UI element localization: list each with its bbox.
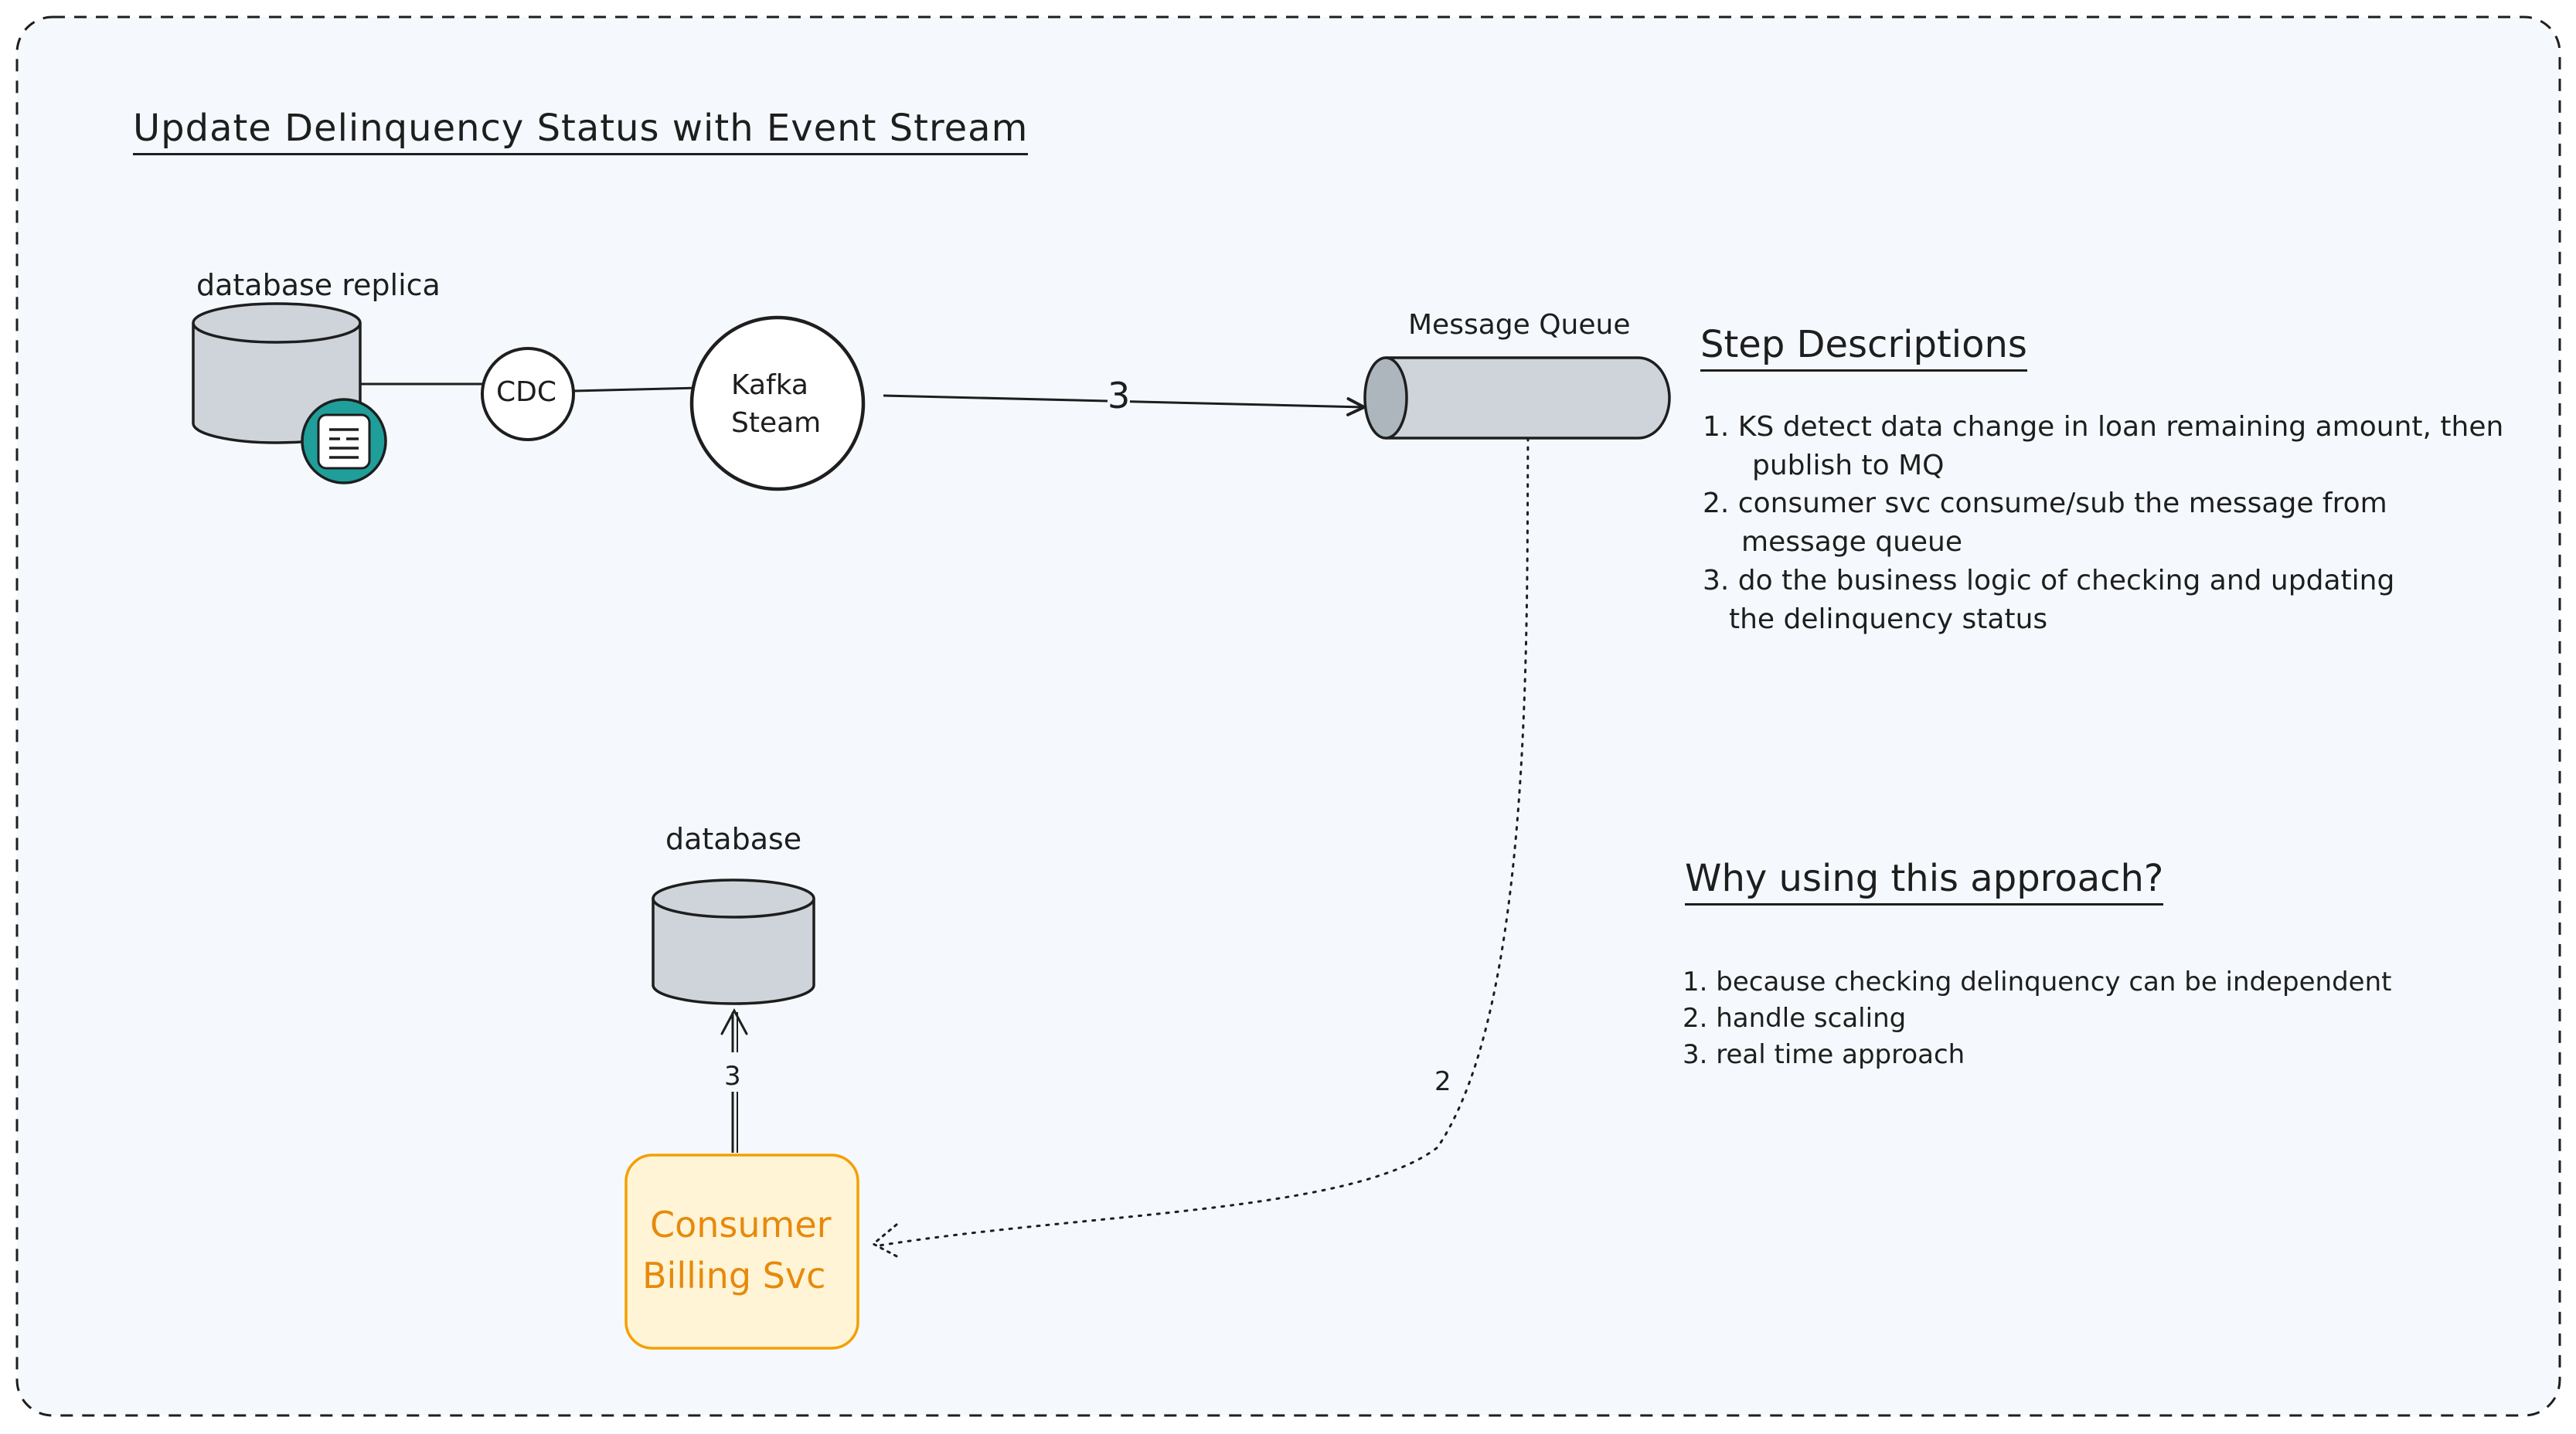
cdc-label: CDC	[496, 376, 556, 408]
why-item-3: 3. real time approach	[1683, 1039, 1965, 1070]
step-3-line-2: the delinquency status	[1729, 603, 2048, 635]
kafka-node[interactable]	[689, 315, 866, 491]
kafka-label-line1: Kafka	[731, 369, 808, 401]
message-queue-cylinder[interactable]	[1363, 356, 1671, 440]
why-item-2: 2. handle scaling	[1683, 1003, 1907, 1034]
kafka-label-line2: Steam	[731, 407, 822, 439]
frame-border	[15, 15, 2561, 1417]
mq-to-consumer-arrow	[878, 437, 1530, 1247]
consumer-label-line1: Consumer	[650, 1204, 832, 1245]
step-2-line-1: 2. consumer svc consume/sub the message …	[1703, 488, 2387, 519]
edge-label-mq-consumer: 2	[1434, 1066, 1451, 1097]
why-heading: Why using this approach?	[1685, 857, 2164, 906]
steps-heading: Step Descriptions	[1700, 323, 2027, 372]
message-queue-label: Message Queue	[1408, 309, 1631, 341]
diagram-title: Update Delinquency Status with Event Str…	[133, 107, 1029, 155]
cdc-to-kafka-line	[573, 386, 699, 392]
why-item-1: 1. because checking delinquency can be i…	[1683, 967, 2392, 997]
step-2-line-2: message queue	[1741, 526, 1963, 558]
step-1-line-2: publish to MQ	[1752, 450, 1945, 481]
document-badge-icon	[301, 398, 387, 484]
consumer-billing-svc-box[interactable]	[624, 1154, 859, 1350]
step-1-line-1: 1. KS detect data change in loan remaini…	[1703, 411, 2504, 443]
database-cylinder[interactable]	[652, 878, 815, 1005]
step-3-line-1: 3. do the business logic of checking and…	[1703, 565, 2395, 596]
cdc-node[interactable]	[481, 347, 575, 441]
edge-label-kafka-mq: 3	[1108, 375, 1131, 416]
mq-to-consumer-arrowhead	[871, 1223, 901, 1259]
database-replica-label: database replica	[196, 268, 441, 302]
consumer-label-line2: Billing Svc	[642, 1255, 826, 1296]
database-label: database	[665, 822, 802, 856]
edge-label-consumer-db: 3	[724, 1061, 741, 1092]
